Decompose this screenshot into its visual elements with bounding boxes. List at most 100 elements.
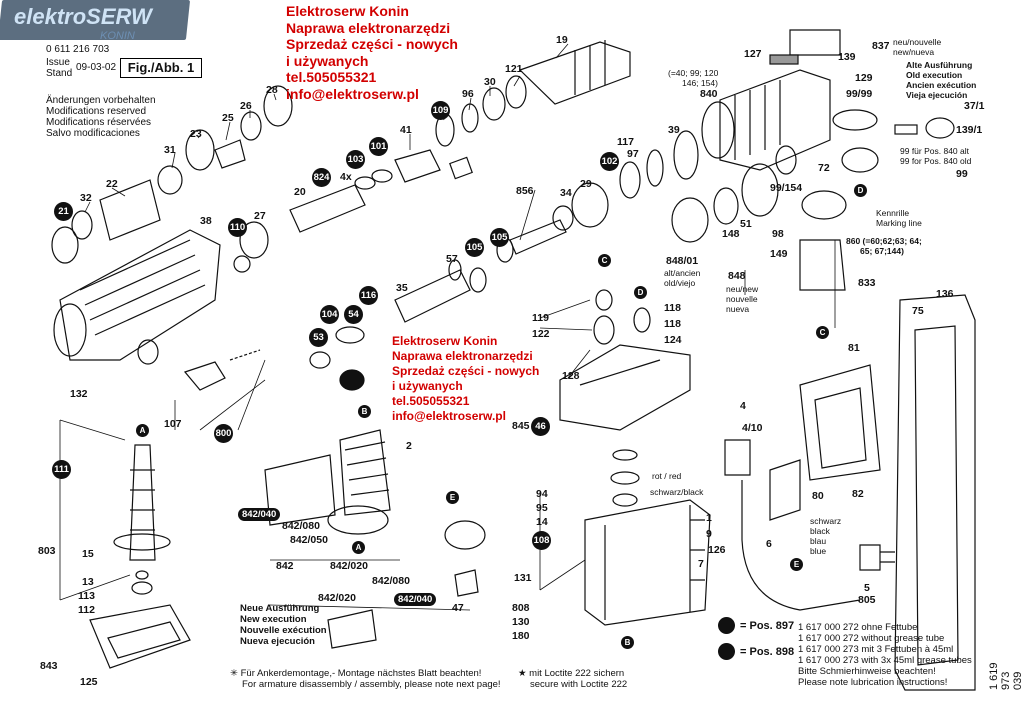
part-label: 842/080 [282,520,320,532]
issue-label: Issue [46,57,70,68]
assembly-label: 842/040 [394,593,437,606]
part-label: 32 [80,192,92,204]
part-label: 57 [446,253,458,265]
part-number: 0 611 216 703 [46,44,110,55]
connector-letter: D [634,286,647,299]
part-label: 856 [516,185,534,197]
armature-note: ✳ Für Ankerdemontage,- Montage nächstes … [230,668,501,690]
part-label: 37/1 [964,100,985,112]
ref-marker: 108 [532,531,551,550]
connector-letter: C [816,326,829,339]
pos-898-dot-icon [718,643,735,660]
change-notice-es: Salvo modificaciones [46,128,140,139]
brand-logo-city: KONIN [100,30,135,42]
part-label: 99/99 [846,88,873,100]
part-label: 805 [858,594,876,606]
part-label: 149 [770,248,788,260]
watermark-line: tel.505055321 [286,69,377,85]
change-notice-en: Modifications reserved [46,106,147,117]
watermark-line: Elektroserw Konin [392,334,498,348]
star-icon: ★ [518,668,530,679]
part-label: 121 [505,63,523,75]
wire-red-label: rot / red [652,471,682,481]
legend-line: 99 for Pos. 840 old [900,156,972,166]
part-label: 97 [627,148,639,160]
part-label: 117 [617,136,634,148]
note-line: 1 617 000 272 without grease tube [798,633,945,644]
part-label: 131 [514,572,532,584]
legend-alt: alt/ancien old/viejo [664,268,700,288]
part-label: 107 [164,418,182,430]
part-label: 19 [556,34,568,46]
connector-letter: E [446,491,459,504]
part-label: 72 [818,162,830,174]
part-label: 126 [708,544,726,556]
ref-marker: 53 [309,328,328,347]
brand-logo-text: elektroSERW [14,4,152,29]
part-label: 4x [340,171,352,183]
change-notice-fr: Modifications réservées [46,117,152,128]
part-label: 81 [848,342,860,354]
ref-marker: 111 [52,460,71,479]
note-line: 1 617 000 272 ohne Fettube [798,622,918,633]
part-label: 25 [222,112,234,124]
part-label: 127 [744,48,762,60]
change-notice: Änderungen vorbehalten Modifications res… [46,95,156,139]
note-line: Nueva ejecución [240,636,315,647]
legend-line: schwarz [810,516,842,526]
part-label: 148 [722,228,740,240]
watermark-line: info@elektroserw.pl [286,85,419,102]
legend-pos840: 99 für Pos. 840 alt 99 for Pos. 840 old [900,146,971,166]
part-label: 30 [484,76,496,88]
part-label: 833 [858,277,876,289]
part-label: 803 [38,545,56,557]
legend-line: 860 (=60;62;63; 64; [846,236,922,246]
note-line: Bitte Schmierhinweise beachten! [798,666,936,677]
watermark-top: Elektroserw Konin Naprawa elektronarzędz… [286,3,458,102]
pos-898-label: = Pos. 898 [740,646,795,658]
part-label: 9 [706,528,712,540]
watermark-middle: Elektroserw Konin Naprawa elektronarzędz… [392,334,539,424]
part-label: 27 [254,210,266,222]
legend-line: 99 für Pos. 840 alt [900,146,969,156]
part-label: 95 [536,502,548,514]
watermark-line: Sprzedaż części - nowych [392,364,540,378]
part-label: 98 [772,228,784,240]
part-label: 848 [728,270,746,282]
legend-line: neu/new [726,284,759,294]
legend-line: 65; 67;144) [860,246,904,256]
part-label: 96 [462,88,474,100]
note-line: Neue Ausführung [240,603,320,614]
part-label: 20 [294,186,306,198]
part-label: 6 [766,538,772,550]
part-label: 1 [706,512,712,524]
part-label: 15 [82,548,94,560]
loctite-note: ★ mit Loctite 222 sichern secure with Lo… [518,668,627,690]
ref-marker: 104 [320,305,339,324]
part-label: 26 [240,100,252,112]
connector-letter: C [598,254,611,267]
part-label: 4/10 [742,422,763,434]
ref-marker: 101 [369,137,388,156]
connector-letter: E [790,558,803,571]
part-label: 35 [396,282,408,294]
part-label: 848/01 [666,255,699,267]
part-label: 139/1 [956,124,983,136]
note-line: secure with Loctite 222 [530,679,628,690]
ref-marker: 110 [228,218,247,237]
part-label: 136 [936,288,954,300]
part-label: 13 [82,576,94,588]
part-label: 41 [400,124,412,136]
legend-line: 146; 154) [682,78,718,88]
part-label: 118 [664,318,681,330]
part-label: 132 [70,388,88,400]
part-label: 22 [106,178,118,190]
part-label: 47 [452,602,464,614]
connector-letter: D [854,184,867,197]
ref-marker: 824 [312,168,331,187]
part-label: 129 [855,72,873,84]
legend-line: new/nueva [893,47,935,57]
wire-black-label: schwarz/black [650,487,704,497]
ref-marker: 46 [531,417,550,436]
